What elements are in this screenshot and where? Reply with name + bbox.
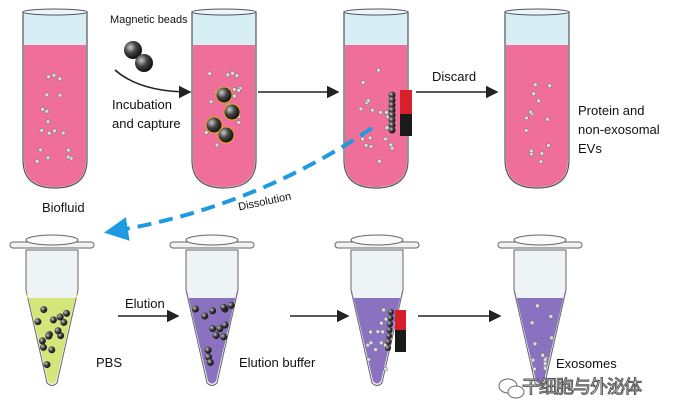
- label-incubation: Incubation: [112, 97, 172, 112]
- label-protein-1: Protein and: [578, 103, 645, 118]
- incubation-arrow: [115, 70, 190, 92]
- label-protein-3: EVs: [578, 141, 602, 156]
- magnet-icon: [400, 90, 412, 114]
- microcentrifuge-tube: [10, 235, 94, 386]
- test-tube: [23, 9, 87, 188]
- label-elution-buffer: Elution buffer: [239, 355, 315, 370]
- microcentrifuge-tube: [335, 235, 419, 386]
- label-exosomes: Exosomes: [556, 356, 617, 371]
- label-pbs: PBS: [96, 355, 122, 370]
- test-tube: [192, 9, 256, 188]
- label-elution: Elution: [125, 296, 165, 311]
- watermark: 干细胞与外泌体: [522, 378, 641, 398]
- test-tube: [344, 9, 412, 188]
- test-tube: [505, 9, 569, 188]
- label-and-capture: and capture: [112, 116, 181, 131]
- label-protein-2: non-exosomal: [578, 122, 660, 137]
- magnetic-beads-icon: [124, 41, 153, 72]
- label-discard: Discard: [432, 69, 476, 84]
- label-magnetic-beads: Magnetic beads: [110, 14, 188, 27]
- label-biofluid: Biofluid: [42, 200, 85, 215]
- wechat-logo-icon: [499, 379, 524, 398]
- magnet-icon: [395, 310, 406, 330]
